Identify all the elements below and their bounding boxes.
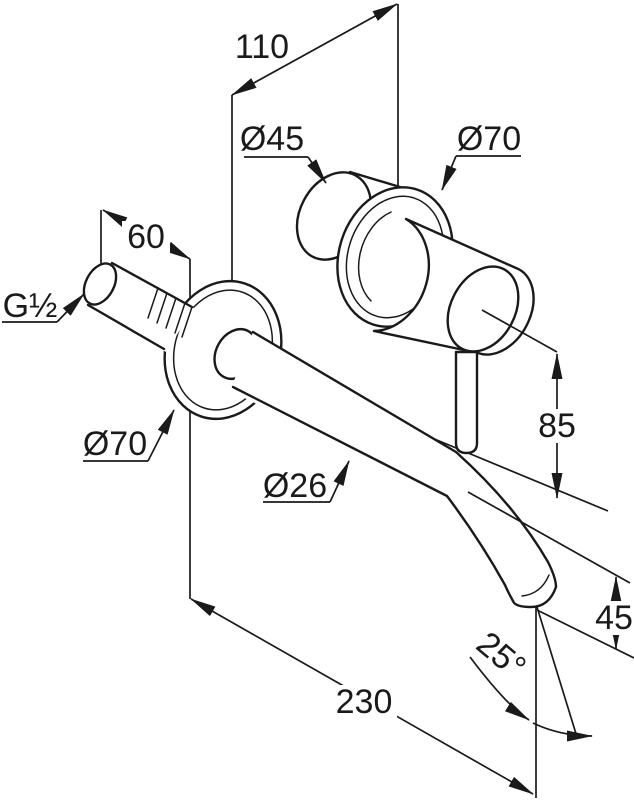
ref-line-45-bottom	[536, 609, 634, 659]
dim-label-dia70-left: Ø70	[83, 425, 147, 463]
leader-dia70-top	[441, 155, 457, 191]
ref-line-stream-angle	[536, 606, 578, 738]
dim-label-45-bg	[594, 601, 634, 635]
extension-lines	[100, 4, 399, 599]
dim-label-60-bg	[122, 221, 170, 254]
dim-line-110	[231, 3, 398, 96]
handle-cap-face	[446, 265, 520, 353]
leader-dia26	[329, 460, 350, 503]
leader-dia70-left	[147, 409, 175, 462]
inlet-pipe-top-edge	[110, 261, 194, 309]
dim-label-25deg: 25°	[469, 624, 533, 686]
inlet-pipe	[82, 261, 194, 352]
inlet-pipe-end	[82, 262, 118, 306]
dim-label-85: 85	[538, 407, 576, 445]
handle-neck-ring	[357, 211, 392, 302]
cartridge-top-edge	[348, 170, 402, 189]
inlet-pipe-bottom-edge	[86, 303, 166, 351]
mixer-body	[295, 170, 535, 455]
thread-hatching	[147, 287, 193, 338]
handle-lever-rod	[454, 350, 479, 455]
dim-label-60: 60	[127, 218, 165, 256]
dim-arc-25-inner	[469, 656, 530, 721]
dim-arc-25-outer	[532, 722, 593, 742]
dimension-labels: 110 Ø45 Ø70 60 G½ Ø70 Ø26 85 45 230 25°	[3, 28, 634, 721]
spout-aerator-line	[521, 574, 550, 597]
label-leaders	[2, 155, 521, 503]
dim-label-dia70-top: Ø70	[457, 120, 521, 158]
dim-leader-85-top	[481, 309, 558, 353]
dim-label-230-bg	[332, 685, 397, 719]
ref-line-45-top	[467, 491, 631, 584]
dim-label-110: 110	[235, 28, 289, 66]
spout	[230, 330, 558, 609]
leader-thread	[56, 293, 85, 323]
spout-top-edge	[251, 330, 558, 589]
dim-label-dia45: Ø45	[240, 120, 304, 158]
dim-label-dia26: Ø26	[263, 467, 327, 505]
dim-label-45: 45	[595, 599, 633, 637]
spout-bottom-edge	[231, 385, 515, 603]
dim-label-thread: G½	[3, 287, 58, 325]
dim-label-85-bg	[536, 409, 578, 443]
dim-label-230: 230	[336, 683, 393, 721]
leader-dia45	[307, 156, 327, 184]
